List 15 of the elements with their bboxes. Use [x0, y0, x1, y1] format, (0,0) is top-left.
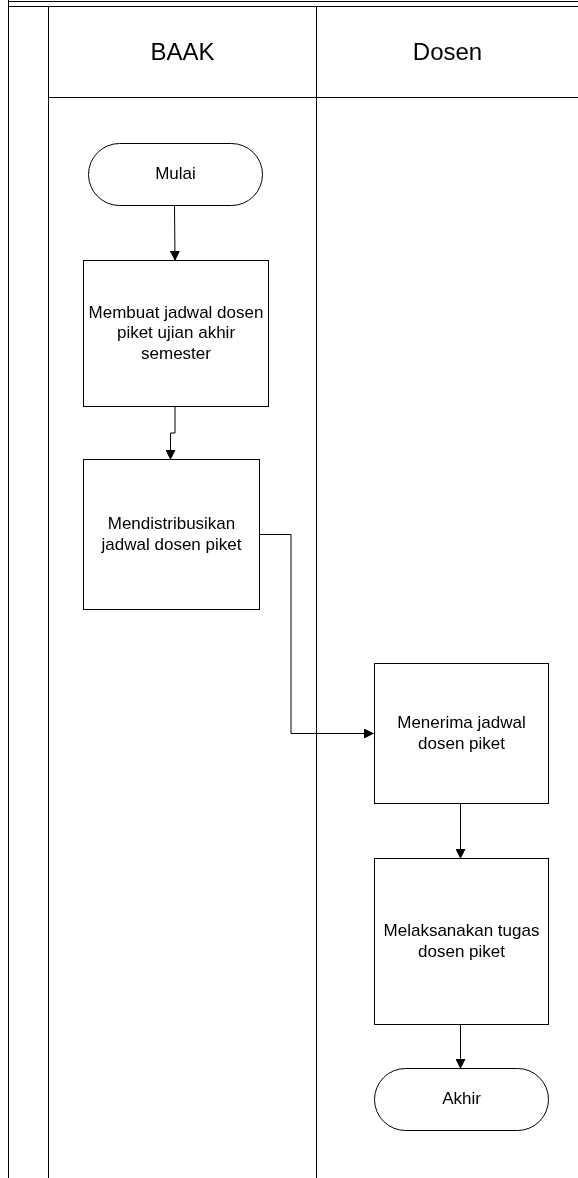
- process-box: Melaksanakan tugas dosen piket: [374, 858, 549, 1025]
- process-box: Mendistribusikan jadwal dosen piket: [83, 459, 260, 610]
- terminator: Mulai: [88, 143, 263, 206]
- terminator: Akhir: [374, 1068, 549, 1131]
- lane-title: BAAK: [150, 38, 215, 66]
- arrow: [258, 534, 374, 739]
- swimlane: [316, 7, 578, 1178]
- process-box: Menerima jadwal dosen piket: [374, 663, 549, 804]
- process-box: Membuat jadwal dosen piket ujian akhir semester: [83, 260, 269, 407]
- arrow: [455, 803, 466, 859]
- arrow: [455, 1024, 466, 1069]
- arrow: [165, 406, 176, 460]
- lane-title: Dosen: [412, 38, 483, 66]
- arrow: [169, 205, 180, 261]
- swimlane: [48, 7, 316, 1178]
